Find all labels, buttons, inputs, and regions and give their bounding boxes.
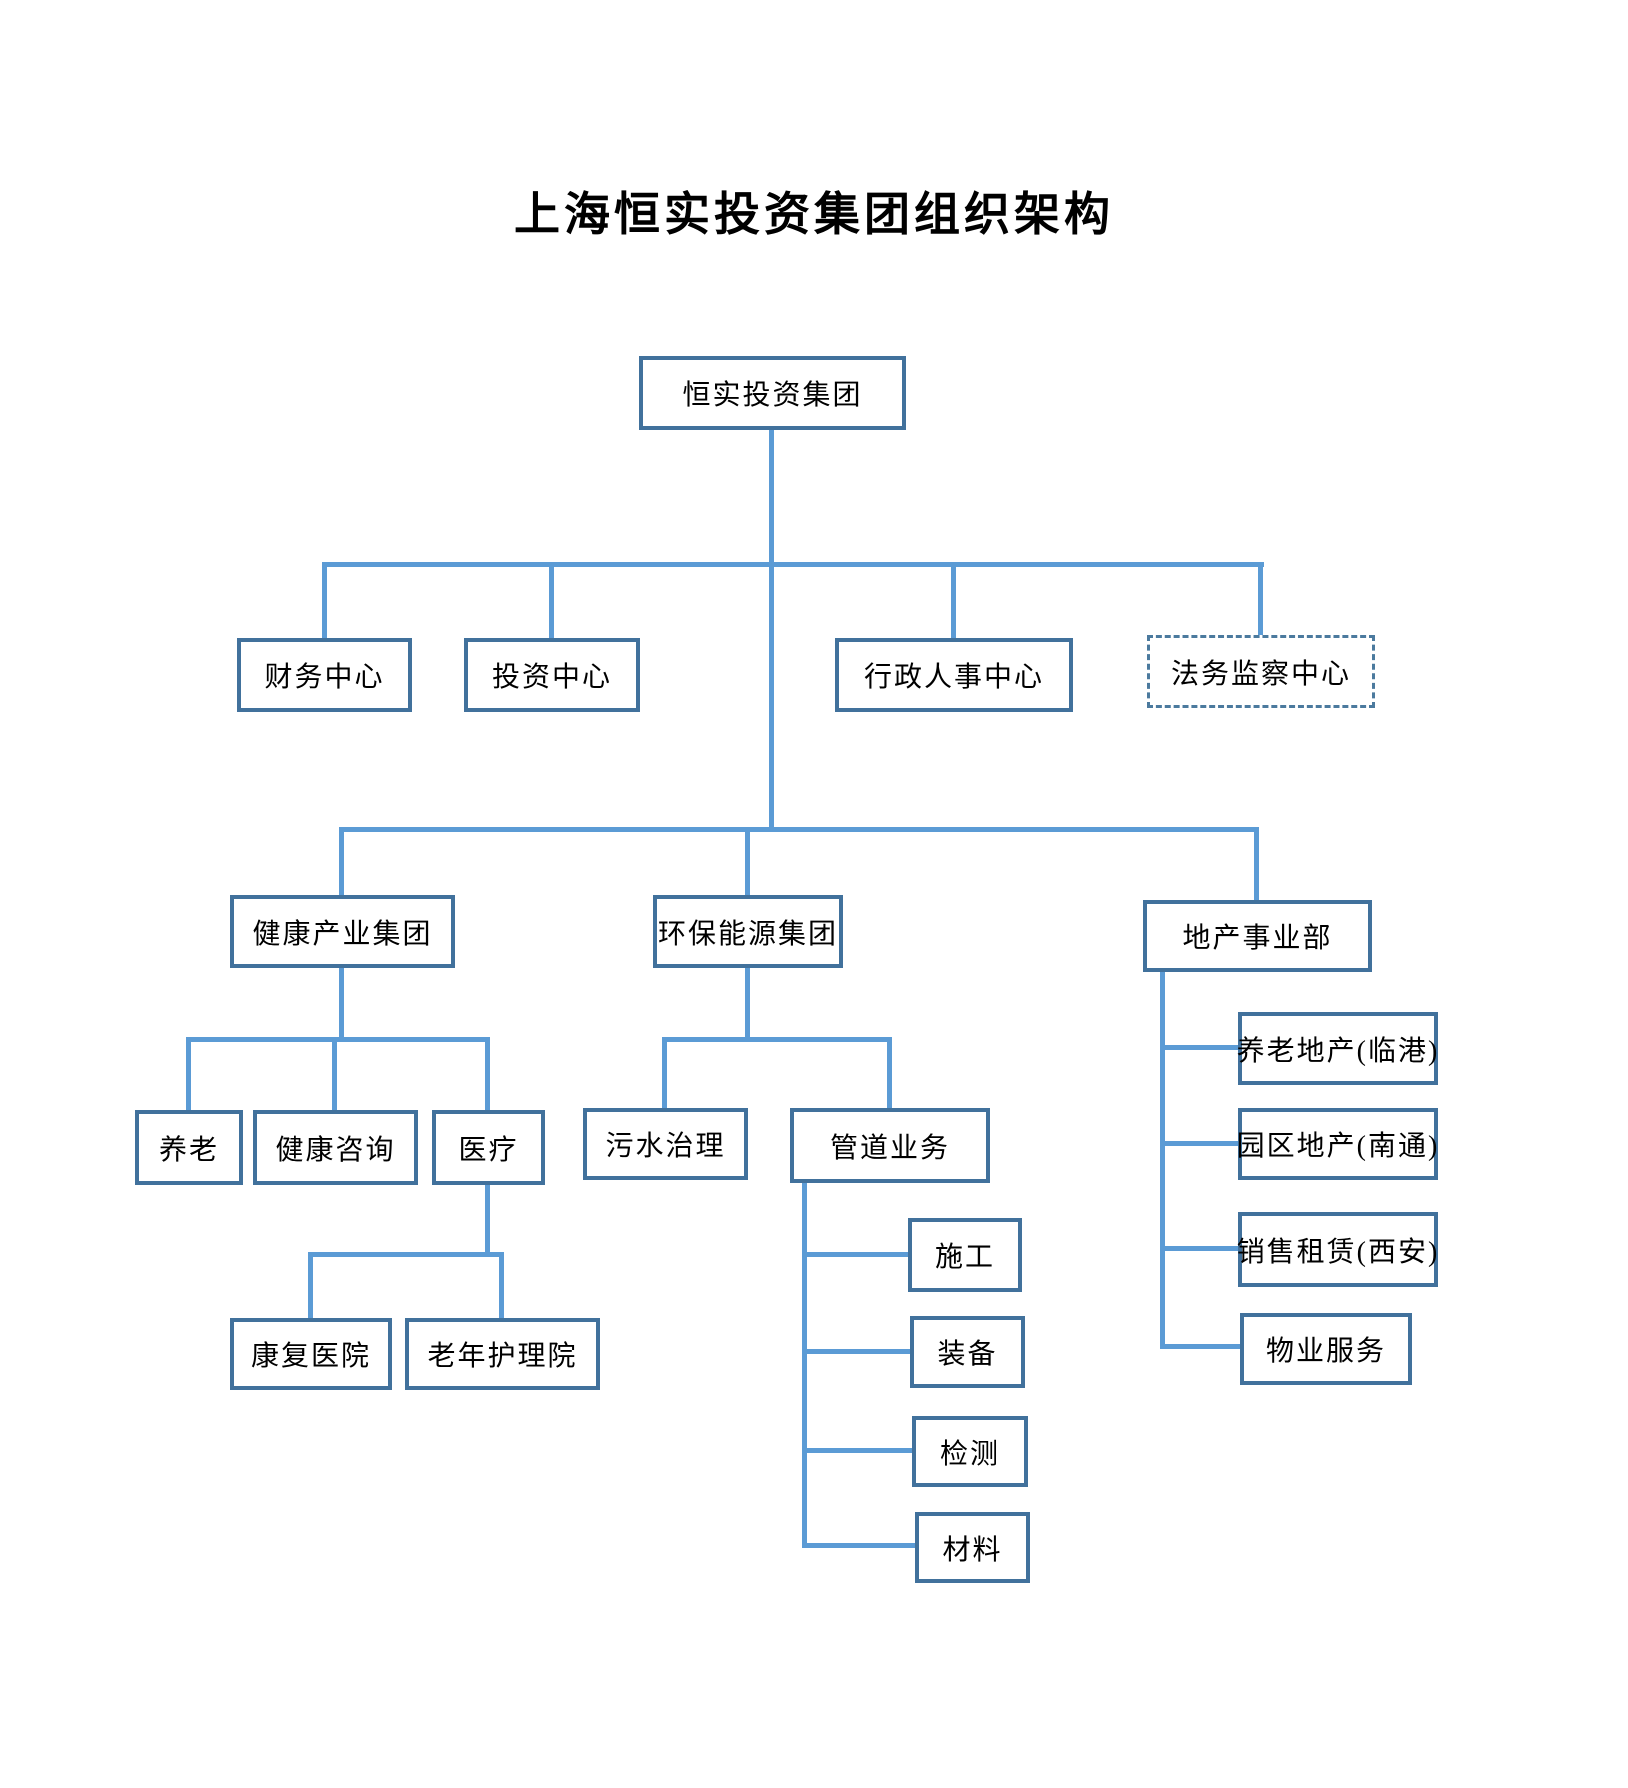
node-medical: 医疗 [432, 1110, 545, 1185]
connector-drop-finance [322, 562, 327, 638]
node-admin-hr-center: 行政人事中心 [835, 638, 1073, 712]
connector-elbow-construction [802, 1252, 908, 1257]
connector-elbow-materials [802, 1543, 915, 1548]
node-label: 健康产业集团 [252, 918, 433, 950]
connector-drop-env-group [745, 827, 750, 895]
node-legal-supervision-center: 法务监察中心 [1147, 635, 1375, 708]
node-eldercare: 养老 [135, 1110, 243, 1185]
connector-elbow-sales-leasing [1160, 1246, 1238, 1251]
node-realestate-division: 地产事业部 [1143, 900, 1372, 972]
node-label: 检测 [939, 1438, 1000, 1470]
connector-realestate-trunk [1160, 972, 1165, 1349]
node-park-property-nantong: 园区地产(南通) [1236, 1108, 1440, 1180]
connector-drop-nursing [499, 1252, 504, 1318]
node-label: 老年护理院 [427, 1341, 578, 1372]
node-label: 环保能源集团 [657, 918, 838, 950]
node-label: 物业服务 [1265, 1336, 1386, 1367]
node-materials: 材料 [915, 1512, 1030, 1583]
node-pipeline-business: 管道业务 [790, 1108, 990, 1183]
node-env-energy-group: 环保能源集团 [653, 895, 843, 968]
node-finance-center: 财务中心 [237, 638, 412, 712]
node-property-service: 物业服务 [1240, 1313, 1412, 1385]
connector-elbow-senior-property [1160, 1045, 1238, 1050]
node-health-industry-group: 健康产业集团 [230, 895, 455, 968]
connector-drop-rehab [308, 1252, 313, 1318]
node-equipment: 装备 [910, 1316, 1025, 1388]
node-label: 健康咨询 [275, 1134, 396, 1166]
node-label: 污水治理 [605, 1131, 726, 1162]
node-label: 园区地产(南通) [1236, 1131, 1440, 1162]
node-label: 管道业务 [829, 1132, 950, 1164]
connector-drop-medical [485, 1037, 490, 1110]
connector-health-bus [186, 1037, 488, 1042]
node-label: 医疗 [458, 1134, 519, 1166]
page-title: 上海恒实投资集团组织架构 [514, 189, 1114, 240]
node-label: 法务监察中心 [1170, 658, 1351, 690]
connector-drop-admin-hr [951, 562, 956, 638]
node-elderly-nursing-home: 老年护理院 [405, 1318, 600, 1390]
connector-health-down [339, 968, 344, 1040]
node-label: 康复医院 [250, 1341, 371, 1372]
node-label: 行政人事中心 [863, 662, 1044, 693]
connector-level2-bus [322, 562, 1264, 567]
connector-drop-consulting [332, 1037, 337, 1110]
connector-medical-bus [308, 1252, 502, 1257]
connector-elbow-property-service [1160, 1344, 1240, 1349]
node-label: 销售租赁(西安) [1236, 1236, 1440, 1268]
connector-env-down [745, 968, 750, 1040]
connector-elbow-testing [802, 1448, 912, 1453]
node-label: 装备 [937, 1339, 998, 1370]
connector-env-bus [662, 1037, 890, 1042]
node-group-root: 恒实投资集团 [639, 356, 906, 430]
node-health-consulting: 健康咨询 [253, 1110, 418, 1185]
connector-medical-down [485, 1185, 490, 1255]
node-senior-property-lingang: 养老地产(临港) [1236, 1012, 1440, 1085]
connector-drop-sewage [662, 1037, 667, 1108]
connector-drop-health-group [339, 827, 344, 895]
node-rehab-hospital: 康复医院 [230, 1318, 392, 1390]
connector-elbow-equipment [802, 1349, 910, 1354]
connector-mid-trunk [769, 565, 774, 830]
node-label: 投资中心 [491, 662, 612, 693]
connector-drop-eldercare [186, 1037, 191, 1110]
connector-drop-investment [549, 562, 554, 638]
connector-pipeline-trunk [802, 1183, 807, 1548]
connector-root-trunk [769, 428, 774, 565]
node-sewage-treatment: 污水治理 [583, 1108, 748, 1180]
node-label: 地产事业部 [1182, 923, 1333, 954]
connector-drop-pipeline [887, 1037, 892, 1108]
node-testing: 检测 [912, 1416, 1028, 1487]
node-label: 财务中心 [264, 662, 385, 693]
node-sales-leasing-xian: 销售租赁(西安) [1236, 1212, 1440, 1287]
connector-drop-legal [1258, 562, 1263, 635]
node-label: 施工 [934, 1242, 995, 1273]
connector-drop-realestate [1254, 827, 1259, 900]
node-label: 养老 [158, 1134, 219, 1166]
node-investment-center: 投资中心 [464, 638, 640, 712]
node-label: 养老地产(临港) [1236, 1035, 1440, 1067]
node-construction: 施工 [908, 1218, 1022, 1292]
connector-elbow-park-property [1160, 1141, 1238, 1146]
node-label: 材料 [942, 1534, 1003, 1566]
node-label: 恒实投资集团 [682, 380, 863, 411]
connector-level3-bus [339, 827, 1257, 832]
